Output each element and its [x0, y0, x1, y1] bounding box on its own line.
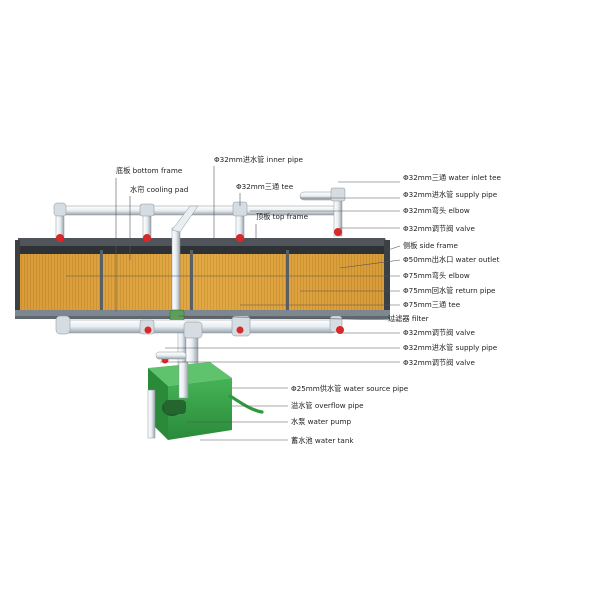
label-elbow-75: Φ75mm弯头 elbow — [403, 271, 470, 280]
overflow-stub — [147, 389, 156, 439]
label-return-pipe: Φ75mm回水管 return pipe — [403, 286, 496, 295]
water-source-pipe — [228, 394, 264, 414]
label-supply-pipe-top: Φ32mm进水管 supply pipe — [403, 190, 498, 199]
return-tee — [183, 321, 203, 339]
label-side-frame: 侧板 side frame — [403, 241, 459, 250]
label-water-outlet: Φ50mm出水口 water outlet — [403, 255, 500, 264]
label-valve-low: Φ32mm调节阀 valve — [403, 358, 476, 367]
panel-divider-3 — [286, 250, 289, 312]
label-inner-pipe: Φ32mm进水管 inner pipe — [214, 155, 304, 164]
labels: 底板 bottom frame Φ32mm进水管 inner pipe 水帘 c… — [116, 155, 502, 445]
label-overflow-pipe: 溢水管 overflow pipe — [291, 401, 364, 410]
top-pipe-system — [53, 187, 346, 242]
leader-lines — [66, 166, 401, 441]
riser-elbow — [171, 205, 199, 233]
top-frame-strip — [18, 246, 388, 254]
label-valve-mid: Φ32mm调节阀 valve — [403, 328, 476, 337]
side-frame-right — [384, 240, 390, 316]
tee-1 — [139, 203, 155, 217]
label-filter: 过滤器 filter — [388, 314, 429, 323]
water-tank — [147, 361, 264, 440]
valve-top-1 — [56, 234, 64, 242]
tank-top — [148, 362, 232, 386]
label-cooling-pad: 水帘 cooling pad — [130, 185, 188, 194]
label-tee-32-top: Φ32mm三通 tee — [236, 182, 294, 191]
label-bottom-frame: 底板 bottom frame — [116, 166, 183, 175]
label-elbow-32: Φ32mm弯头 elbow — [403, 206, 470, 215]
label-water-pump: 水泵 water pump — [291, 417, 352, 426]
label-top-frame: 顶板 top frame — [256, 212, 309, 221]
label-tee-75: Φ75mm三通 tee — [403, 300, 461, 309]
valve-top-2 — [143, 234, 151, 242]
cooling-pad-wall — [15, 238, 390, 319]
label-supply-pipe-low: Φ32mm进水管 supply pipe — [403, 343, 498, 352]
return-pipe-system — [55, 315, 344, 371]
valve-top-4 — [334, 228, 342, 236]
valve-mid — [336, 326, 344, 334]
pump-body — [164, 400, 186, 414]
label-inlet-tee: Φ32mm三通 water inlet tee — [403, 173, 502, 182]
panel-divider-2 — [190, 250, 193, 312]
tee-75 — [231, 315, 251, 337]
label-valve-top: Φ32mm调节阀 valve — [403, 224, 476, 233]
valve-low-2 — [144, 326, 152, 334]
side-frame-left — [15, 240, 20, 316]
supply-branch-low — [155, 351, 187, 360]
elbow-75 — [55, 315, 71, 335]
valve-top-3 — [236, 234, 244, 242]
panel-divider-1 — [100, 250, 103, 312]
inlet-tee — [330, 187, 346, 202]
elbow-32 — [53, 202, 67, 217]
valve-return — [236, 326, 244, 334]
tank-inlet-pipe — [178, 361, 189, 399]
label-water-tank: 蓄水池 water tank — [291, 436, 354, 445]
bottom-frame — [15, 310, 390, 319]
label-source-pipe: Φ25mm供水管 water source pipe — [291, 384, 409, 393]
